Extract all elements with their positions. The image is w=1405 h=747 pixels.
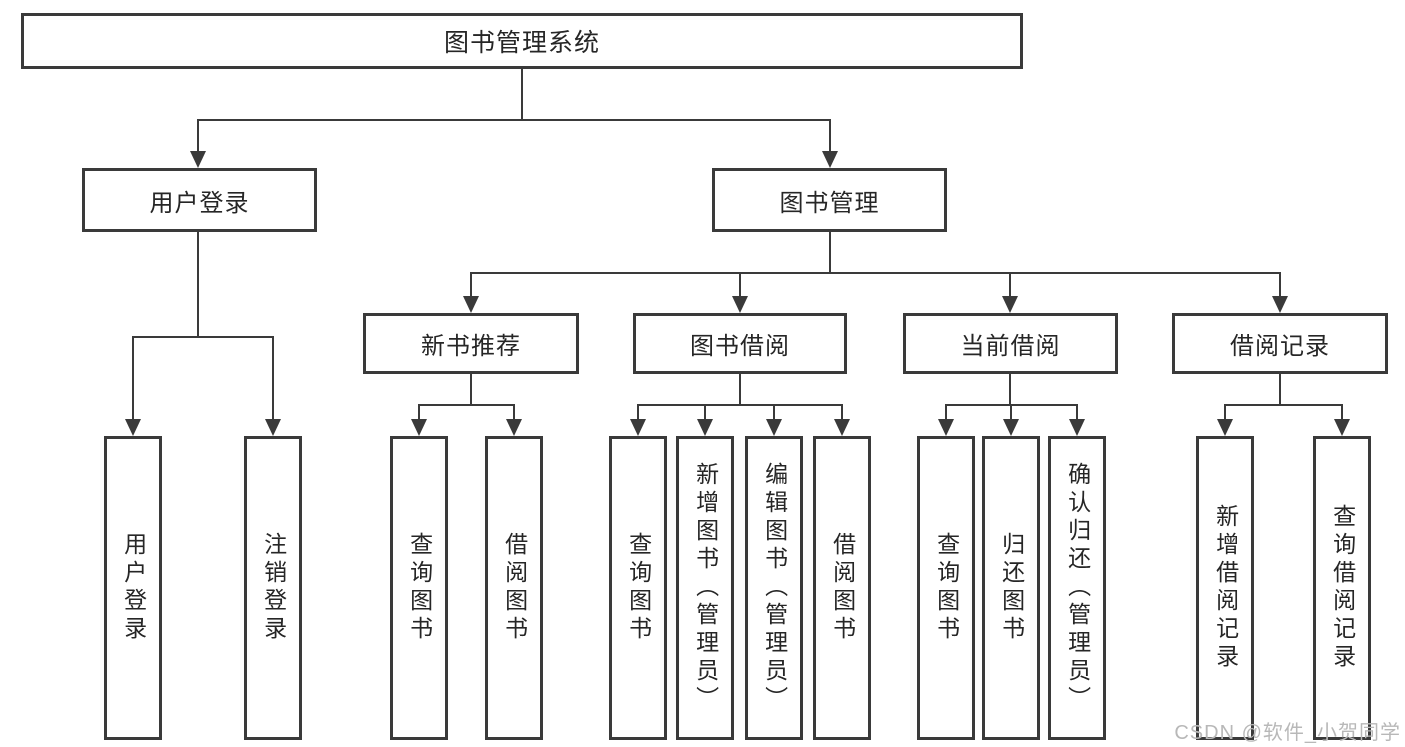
node-current-borrow: 当前借阅	[903, 313, 1118, 374]
connector-line	[1279, 272, 1281, 298]
node-label: 查询图书	[625, 532, 652, 644]
leaf-query-books-recommend: 查询图书	[390, 436, 448, 740]
connector-line	[1279, 374, 1281, 406]
arrow-down-icon	[411, 419, 427, 436]
node-label: 用户登录	[149, 189, 250, 217]
leaf-logout: 注销登录	[244, 436, 302, 740]
connector-line	[739, 272, 741, 298]
connector-line	[470, 374, 472, 406]
arrow-down-icon	[766, 419, 782, 436]
arrow-down-icon	[630, 419, 646, 436]
connector-line	[418, 404, 420, 421]
node-label: 图书管理	[779, 189, 880, 217]
connector-line	[1224, 404, 1343, 406]
connector-line	[197, 119, 831, 121]
arrow-down-icon	[822, 151, 838, 168]
node-label: 查询图书	[406, 532, 433, 644]
node-book-borrow: 图书借阅	[633, 313, 847, 374]
connector-line	[829, 119, 831, 153]
connector-line	[470, 272, 472, 298]
leaf-add-books-admin: 新增图书（管理员）	[676, 436, 734, 740]
arrow-down-icon	[1002, 296, 1018, 313]
node-label: 确认归还（管理员）	[1064, 462, 1091, 714]
node-label: 图书借阅	[690, 333, 790, 360]
connector-line	[841, 404, 843, 421]
node-label: 借阅图书	[501, 532, 528, 644]
connector-line	[1009, 374, 1011, 406]
node-book-management: 图书管理	[712, 168, 947, 232]
node-label: 归还图书	[998, 532, 1025, 644]
connector-line	[470, 272, 1281, 274]
connector-line	[637, 404, 843, 406]
arrow-down-icon	[938, 419, 954, 436]
arrow-down-icon	[125, 419, 141, 436]
connector-line	[1224, 404, 1226, 421]
node-label: 新增借阅记录	[1212, 504, 1239, 672]
connector-line	[197, 119, 199, 153]
leaf-borrow-books: 借阅图书	[813, 436, 871, 740]
connector-line	[1009, 272, 1011, 298]
leaf-user-login: 用户登录	[104, 436, 162, 740]
arrow-down-icon	[190, 151, 206, 168]
node-label: 借阅图书	[829, 532, 856, 644]
arrow-down-icon	[1069, 419, 1085, 436]
arrow-down-icon	[1003, 419, 1019, 436]
leaf-edit-books-admin: 编辑图书（管理员）	[745, 436, 803, 740]
arrow-down-icon	[265, 419, 281, 436]
arrow-down-icon	[506, 419, 522, 436]
node-label: 查询借阅记录	[1329, 504, 1356, 672]
node-label: 用户登录	[120, 532, 147, 644]
node-root-system: 图书管理系统	[21, 13, 1023, 69]
connector-line	[1341, 404, 1343, 421]
node-label: 注销登录	[260, 532, 287, 644]
leaf-query-books: 查询图书	[609, 436, 667, 740]
connector-line	[1076, 404, 1078, 421]
arrow-down-icon	[834, 419, 850, 436]
node-label: 编辑图书（管理员）	[761, 462, 788, 714]
connector-line	[739, 374, 741, 406]
node-label: 查询图书	[933, 532, 960, 644]
leaf-query-books-current: 查询图书	[917, 436, 975, 740]
node-label: 当前借阅	[960, 333, 1061, 360]
node-label: 新书推荐	[421, 333, 521, 360]
connector-line	[773, 404, 775, 421]
leaf-add-borrow-record: 新增借阅记录	[1196, 436, 1254, 740]
connector-line	[132, 336, 274, 338]
connector-line	[945, 404, 947, 421]
node-label: 新增图书（管理员）	[692, 462, 719, 714]
connector-line	[418, 404, 515, 406]
node-label: 图书管理系统	[443, 29, 600, 57]
leaf-query-borrow-record: 查询借阅记录	[1313, 436, 1371, 740]
leaf-borrow-books-recommend: 借阅图书	[485, 436, 543, 740]
connector-line	[513, 404, 515, 421]
leaf-confirm-return-admin: 确认归还（管理员）	[1048, 436, 1106, 740]
node-borrow-records: 借阅记录	[1172, 313, 1388, 374]
node-label: 借阅记录	[1230, 333, 1330, 360]
arrow-down-icon	[732, 296, 748, 313]
connector-line	[637, 404, 639, 421]
arrow-down-icon	[1217, 419, 1233, 436]
connector-line	[704, 404, 706, 421]
connector-line	[521, 69, 523, 121]
arrow-down-icon	[1272, 296, 1288, 313]
connector-line	[1010, 404, 1012, 421]
connector-line	[132, 336, 134, 421]
connector-line	[272, 336, 274, 421]
connector-line	[197, 232, 199, 338]
arrow-down-icon	[697, 419, 713, 436]
leaf-return-books: 归还图书	[982, 436, 1040, 740]
node-new-book-recommend: 新书推荐	[363, 313, 579, 374]
arrow-down-icon	[1334, 419, 1350, 436]
csdn-watermark: CSDN @软件_小贺同学	[1174, 722, 1401, 744]
node-user-login: 用户登录	[82, 168, 317, 232]
connector-line	[829, 232, 831, 274]
arrow-down-icon	[463, 296, 479, 313]
